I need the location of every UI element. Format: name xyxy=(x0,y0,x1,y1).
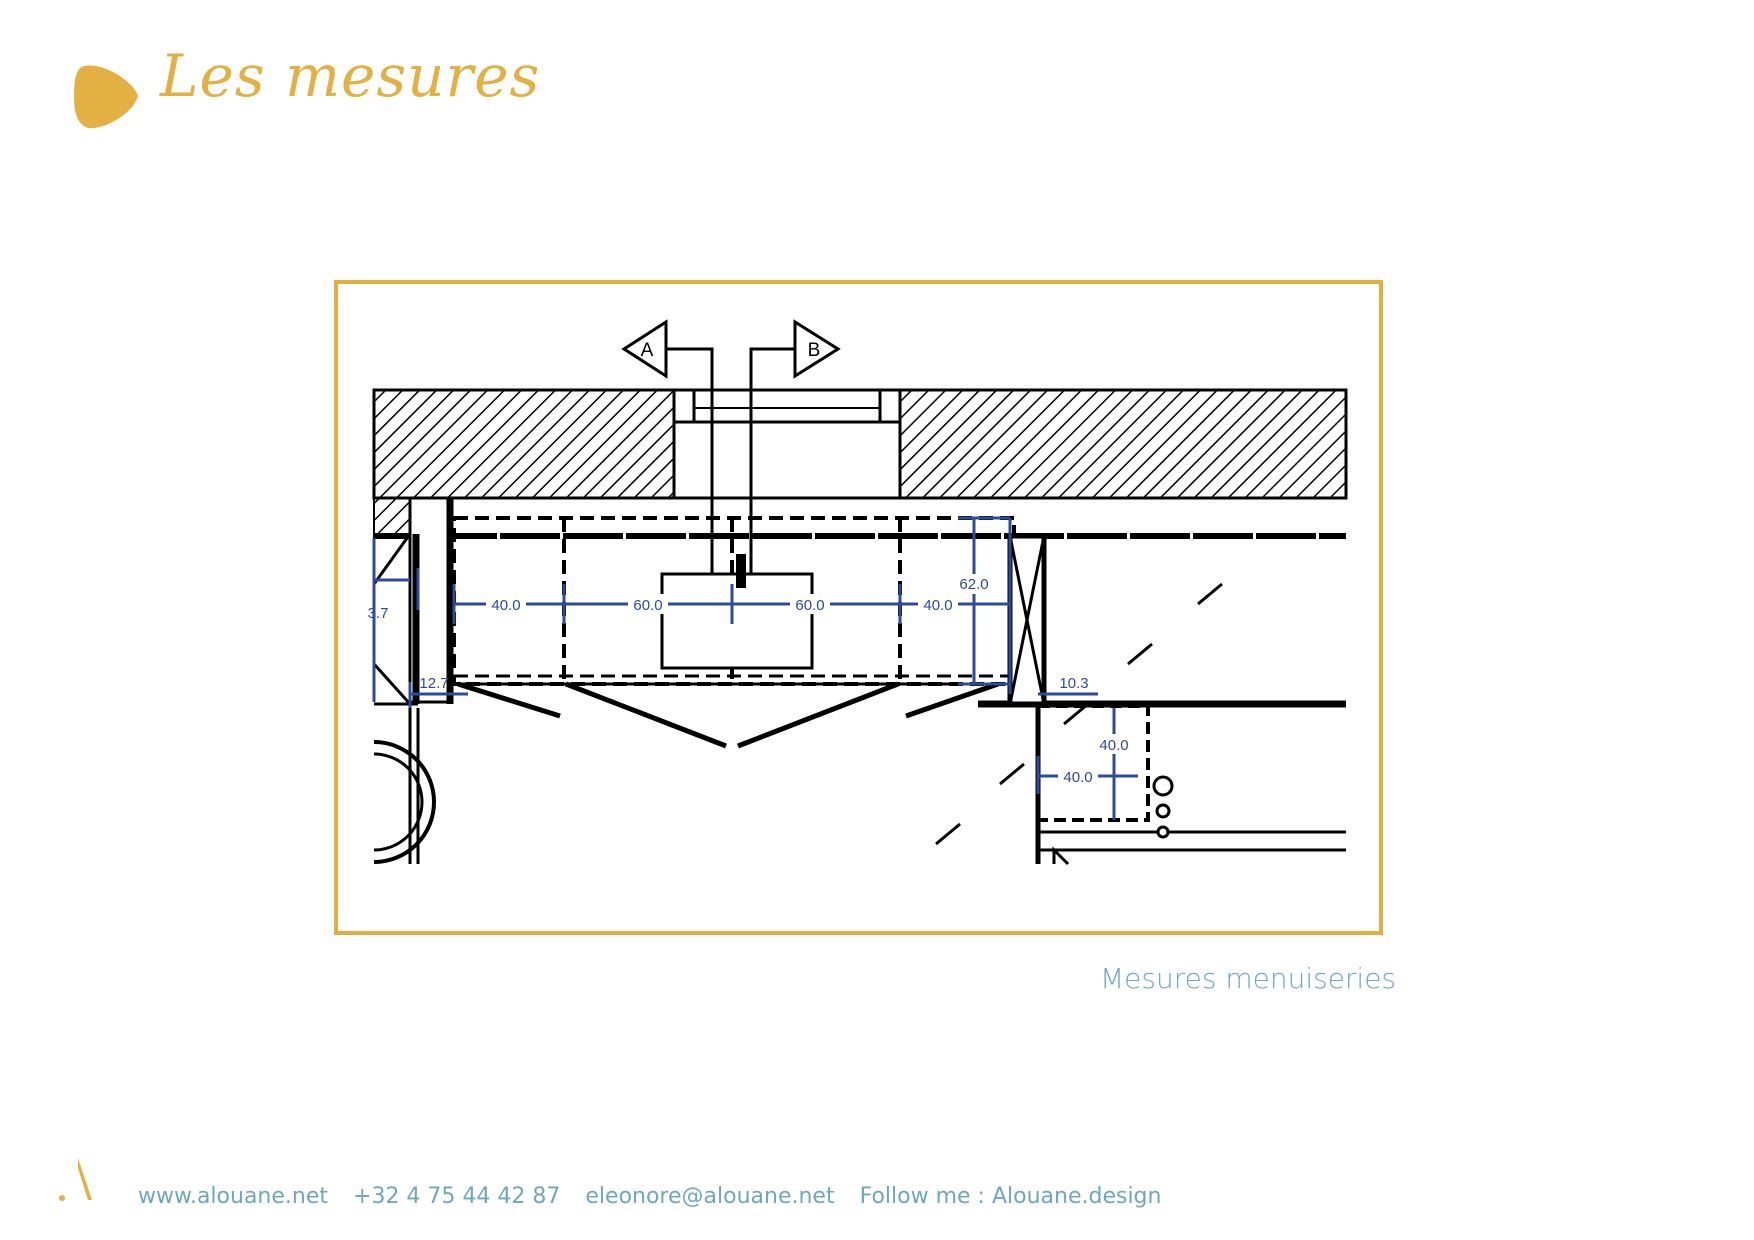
footer-website-link[interactable]: www.alouane.net xyxy=(138,1184,329,1209)
outlet-icon-3 xyxy=(1156,825,1170,839)
floor-plan-drawing: A B xyxy=(368,319,1348,866)
page-title: Les mesures xyxy=(160,42,541,110)
section-marker-b: B xyxy=(808,340,821,361)
window-opening xyxy=(672,388,902,500)
dimension-label: 40.0 xyxy=(491,597,520,614)
wall-hatch-left xyxy=(372,388,676,500)
floor-plan-frame: A B xyxy=(334,280,1383,935)
wall-hatch-right xyxy=(898,388,1348,500)
window-jamb-right xyxy=(878,388,902,424)
door-swing-4 xyxy=(905,681,999,719)
footer-contacts: www.alouane.net +32 4 75 44 42 87 eleono… xyxy=(138,1184,1179,1209)
dimension-label: 10.3 xyxy=(1059,675,1088,692)
window-jamb-left xyxy=(672,388,696,424)
dimension-label: 60.0 xyxy=(795,597,824,614)
dimension-label: 40.0 xyxy=(1063,769,1092,786)
outlet-icon-2 xyxy=(1155,803,1171,819)
door-swing-3 xyxy=(737,681,899,749)
dimension-label: 62.0 xyxy=(959,576,988,593)
sink xyxy=(660,572,814,670)
footer-follow: Follow me : Alouane.design xyxy=(859,1184,1162,1209)
dimension-label: 3.7 xyxy=(368,605,389,622)
dimension-labels: 40.0 60.0 60.0 40.0 62.0 12.7 3.7 10.3 4… xyxy=(368,574,1134,786)
dimension-label: 40.0 xyxy=(1099,737,1128,754)
figure-caption: Mesures menuiseries xyxy=(1100,962,1397,995)
dimension-label: 60.0 xyxy=(633,597,662,614)
dimension-label: 40.0 xyxy=(923,597,952,614)
footer-phone: +32 4 75 44 42 87 xyxy=(353,1184,561,1209)
title-bullet-icon xyxy=(74,65,138,129)
wall-hatch-left-lower xyxy=(373,497,415,539)
dimension-label: 12.7 xyxy=(419,675,448,692)
outlet-icon xyxy=(1152,775,1174,797)
footer-email-link[interactable]: eleonore@alouane.net xyxy=(585,1184,835,1209)
faucet xyxy=(736,554,746,588)
door-swing-1 xyxy=(457,681,561,719)
door-swing-2 xyxy=(565,681,727,749)
alouane-logo-icon xyxy=(59,1158,92,1201)
corner-cabinet xyxy=(1036,704,1150,822)
section-marker-a: A xyxy=(641,340,654,361)
